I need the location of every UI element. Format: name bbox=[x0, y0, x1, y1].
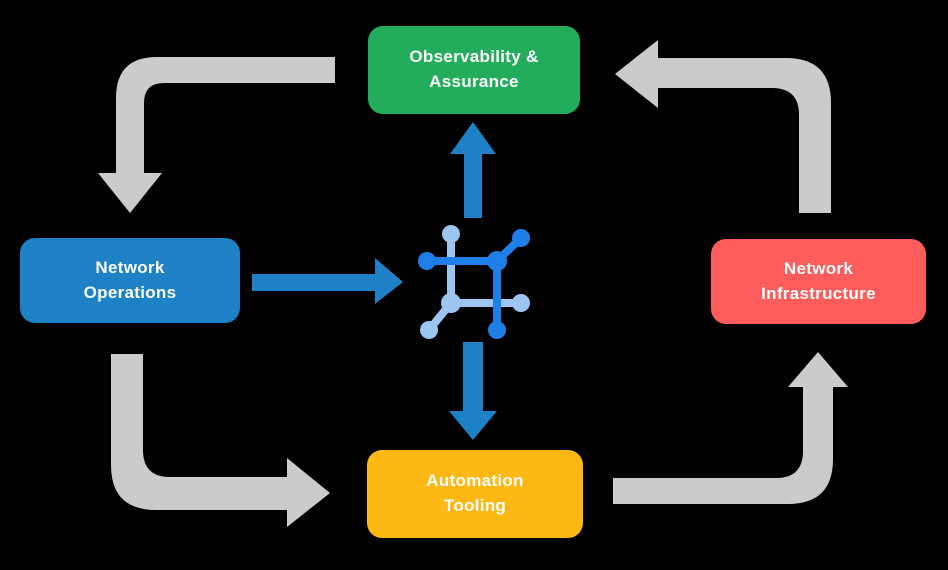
arrow-shape bbox=[98, 57, 335, 213]
arrow-observability-to-operations bbox=[98, 57, 335, 213]
arrow-shape bbox=[615, 40, 831, 213]
node-network-operations: Network Operations bbox=[20, 238, 240, 323]
arrow-shape bbox=[252, 258, 403, 304]
arrow-shape bbox=[111, 354, 330, 527]
node-label: Network Infrastructure bbox=[761, 258, 876, 303]
node-label: Automation Tooling bbox=[426, 471, 524, 515]
node-network-infrastructure: Network Infrastructure bbox=[711, 239, 926, 324]
network-mesh-light-part bbox=[420, 225, 530, 339]
arrow-infrastructure-to-observability bbox=[615, 40, 831, 213]
network-mesh-icon bbox=[418, 225, 530, 339]
node-automation-tooling: Automation Tooling bbox=[367, 450, 583, 538]
arrow-operations-to-automation bbox=[111, 354, 330, 527]
arrow-automation-to-infrastructure bbox=[613, 352, 848, 504]
arrow-center-to-automation bbox=[449, 342, 497, 440]
arrow-operations-to-center bbox=[252, 258, 403, 304]
arrow-shape bbox=[449, 342, 497, 440]
arrow-shape bbox=[450, 122, 496, 218]
arrow-shape bbox=[613, 352, 848, 504]
node-label: Network Operations bbox=[83, 257, 177, 302]
arrow-center-to-observability bbox=[450, 122, 496, 218]
node-label: Observability & Assurance bbox=[409, 47, 539, 91]
network-mesh-dark-part bbox=[418, 229, 530, 339]
node-observability-assurance: Observability & Assurance bbox=[368, 26, 580, 114]
